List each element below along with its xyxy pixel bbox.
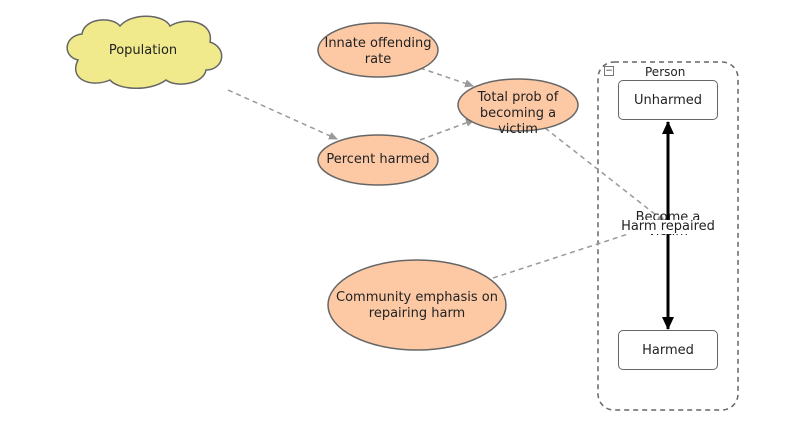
state-harmed[interactable]: Harmed (618, 330, 718, 370)
community-emphasis-variable[interactable] (327, 259, 507, 351)
link-percent-harmed-to-total-prob[interactable] (419, 119, 475, 141)
community-emphasis-label: Community emphasis on repairing harm (336, 290, 498, 321)
total-prob-label: Total prob of becoming a victim (477, 90, 559, 137)
population-label: Population (108, 43, 178, 58)
link-population-to-percent-harmed[interactable] (227, 89, 338, 140)
percent-harmed-label: Percent harmed (326, 152, 430, 167)
percent-harmed-variable[interactable] (317, 134, 439, 186)
transition-harm-repaired-label: Harm repaired (612, 220, 724, 234)
link-community-to-transition[interactable] (492, 220, 666, 279)
innate-offending-rate-variable[interactable] (317, 22, 439, 78)
agent-container[interactable] (597, 61, 739, 411)
state-unharmed[interactable]: Unharmed (618, 80, 718, 120)
total-prob-variable[interactable] (457, 78, 579, 132)
population-stock[interactable] (66, 15, 223, 89)
innate-offending-rate-label: Innate offending rate (324, 36, 432, 67)
agent-title: Person (645, 65, 686, 79)
link-total-prob-to-transition[interactable] (544, 127, 666, 223)
collapse-icon[interactable]: − (604, 66, 614, 76)
link-innate-to-total-prob[interactable] (419, 67, 474, 88)
